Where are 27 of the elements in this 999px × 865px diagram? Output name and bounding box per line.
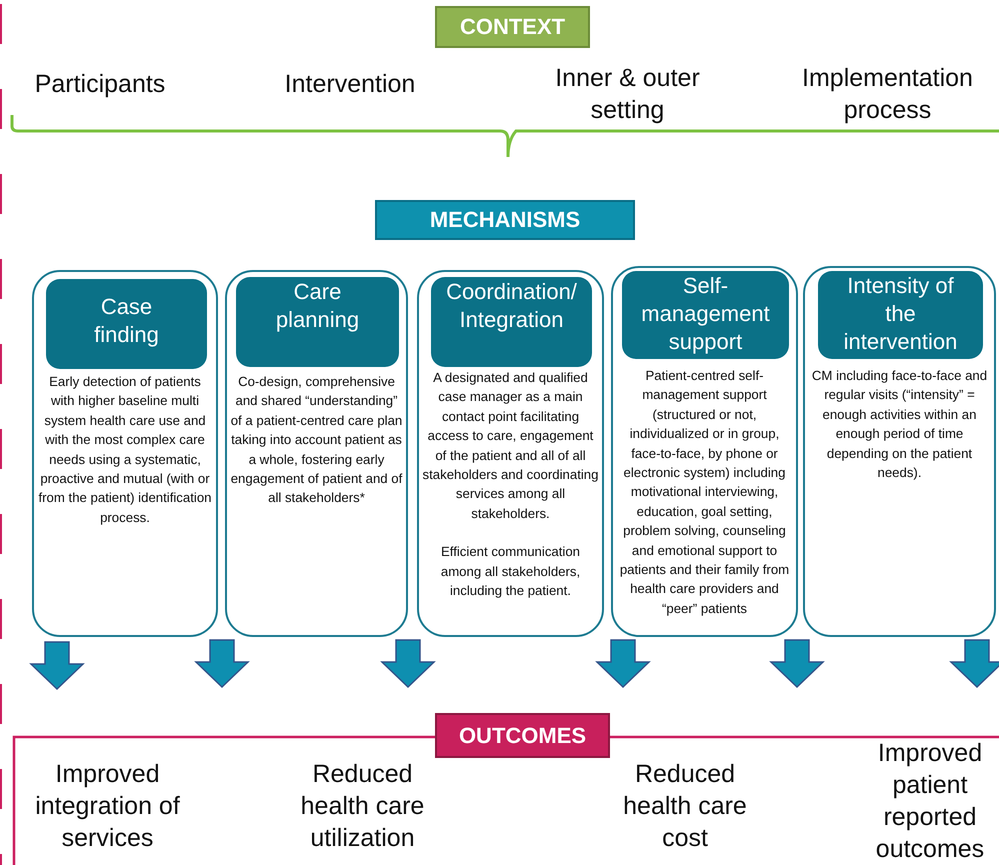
description-text: Early detection of patients with higher baseline multi system health care use and with the most complex care needs using a systematic, proactive and mutual (with or from the patient) identification process.	[38, 373, 212, 527]
description-text: Patient-centred self-management support (structured or not, individualized or in group, face-to-face, by phone or electronic system) including motivational interviewing, education, goal setting, problem solving, counseling and emotional support to patients and their family from health care providers and “peer” patients	[618, 367, 790, 618]
mechanism-card	[611, 266, 798, 637]
context-label: Inner & outer setting	[554, 63, 701, 126]
description-text: CM including face-to-face and regular visits (“intensity” = enough activities within an enough period of time depending on the patient needs).	[810, 367, 988, 482]
outcome-label: Improved integration of services	[34, 759, 181, 854]
outcome-label: Reduced health care utilization	[300, 759, 426, 854]
context-label: Participants	[34, 69, 166, 100]
mechanism-card	[225, 270, 408, 637]
section-heading-box: CONTEXT	[435, 6, 590, 48]
mechanism-card	[803, 266, 996, 637]
mechanism-heading-box: Self-management support	[622, 271, 789, 359]
outcome-label: Reduced health care cost	[622, 759, 748, 854]
mechanism-card	[32, 270, 218, 637]
mechanism-heading-box: Care planning	[236, 277, 399, 367]
description-text: Co-design, comprehensive and shared “understanding” of a patient-centred care plan taking into account patient as a whole, fostering early engagement of patient and of all stakeholders*	[230, 373, 404, 508]
mechanism-card	[417, 270, 604, 637]
mechanism-heading-box: Case finding	[46, 279, 207, 369]
context-label: Intervention	[284, 69, 416, 100]
context-label: Implementation process	[801, 63, 974, 126]
description-text: Efficient communication among all stakeholders, including the patient.	[440, 543, 582, 600]
mechanism-heading-box: Coordination/ Integration	[431, 277, 592, 367]
section-heading-box: MECHANISMS	[375, 200, 635, 240]
section-heading-box: OUTCOMES	[435, 713, 610, 758]
mechanism-heading-box: Intensity of the intervention	[818, 271, 983, 359]
description-text: A designated and qualified case manager as a main contact point facilitating access to care, engagement of the patient and all of all stakeholders and coordinating services among all stakeholders.	[422, 369, 600, 523]
outcome-label: Improved patient reported outcomes	[874, 738, 986, 865]
